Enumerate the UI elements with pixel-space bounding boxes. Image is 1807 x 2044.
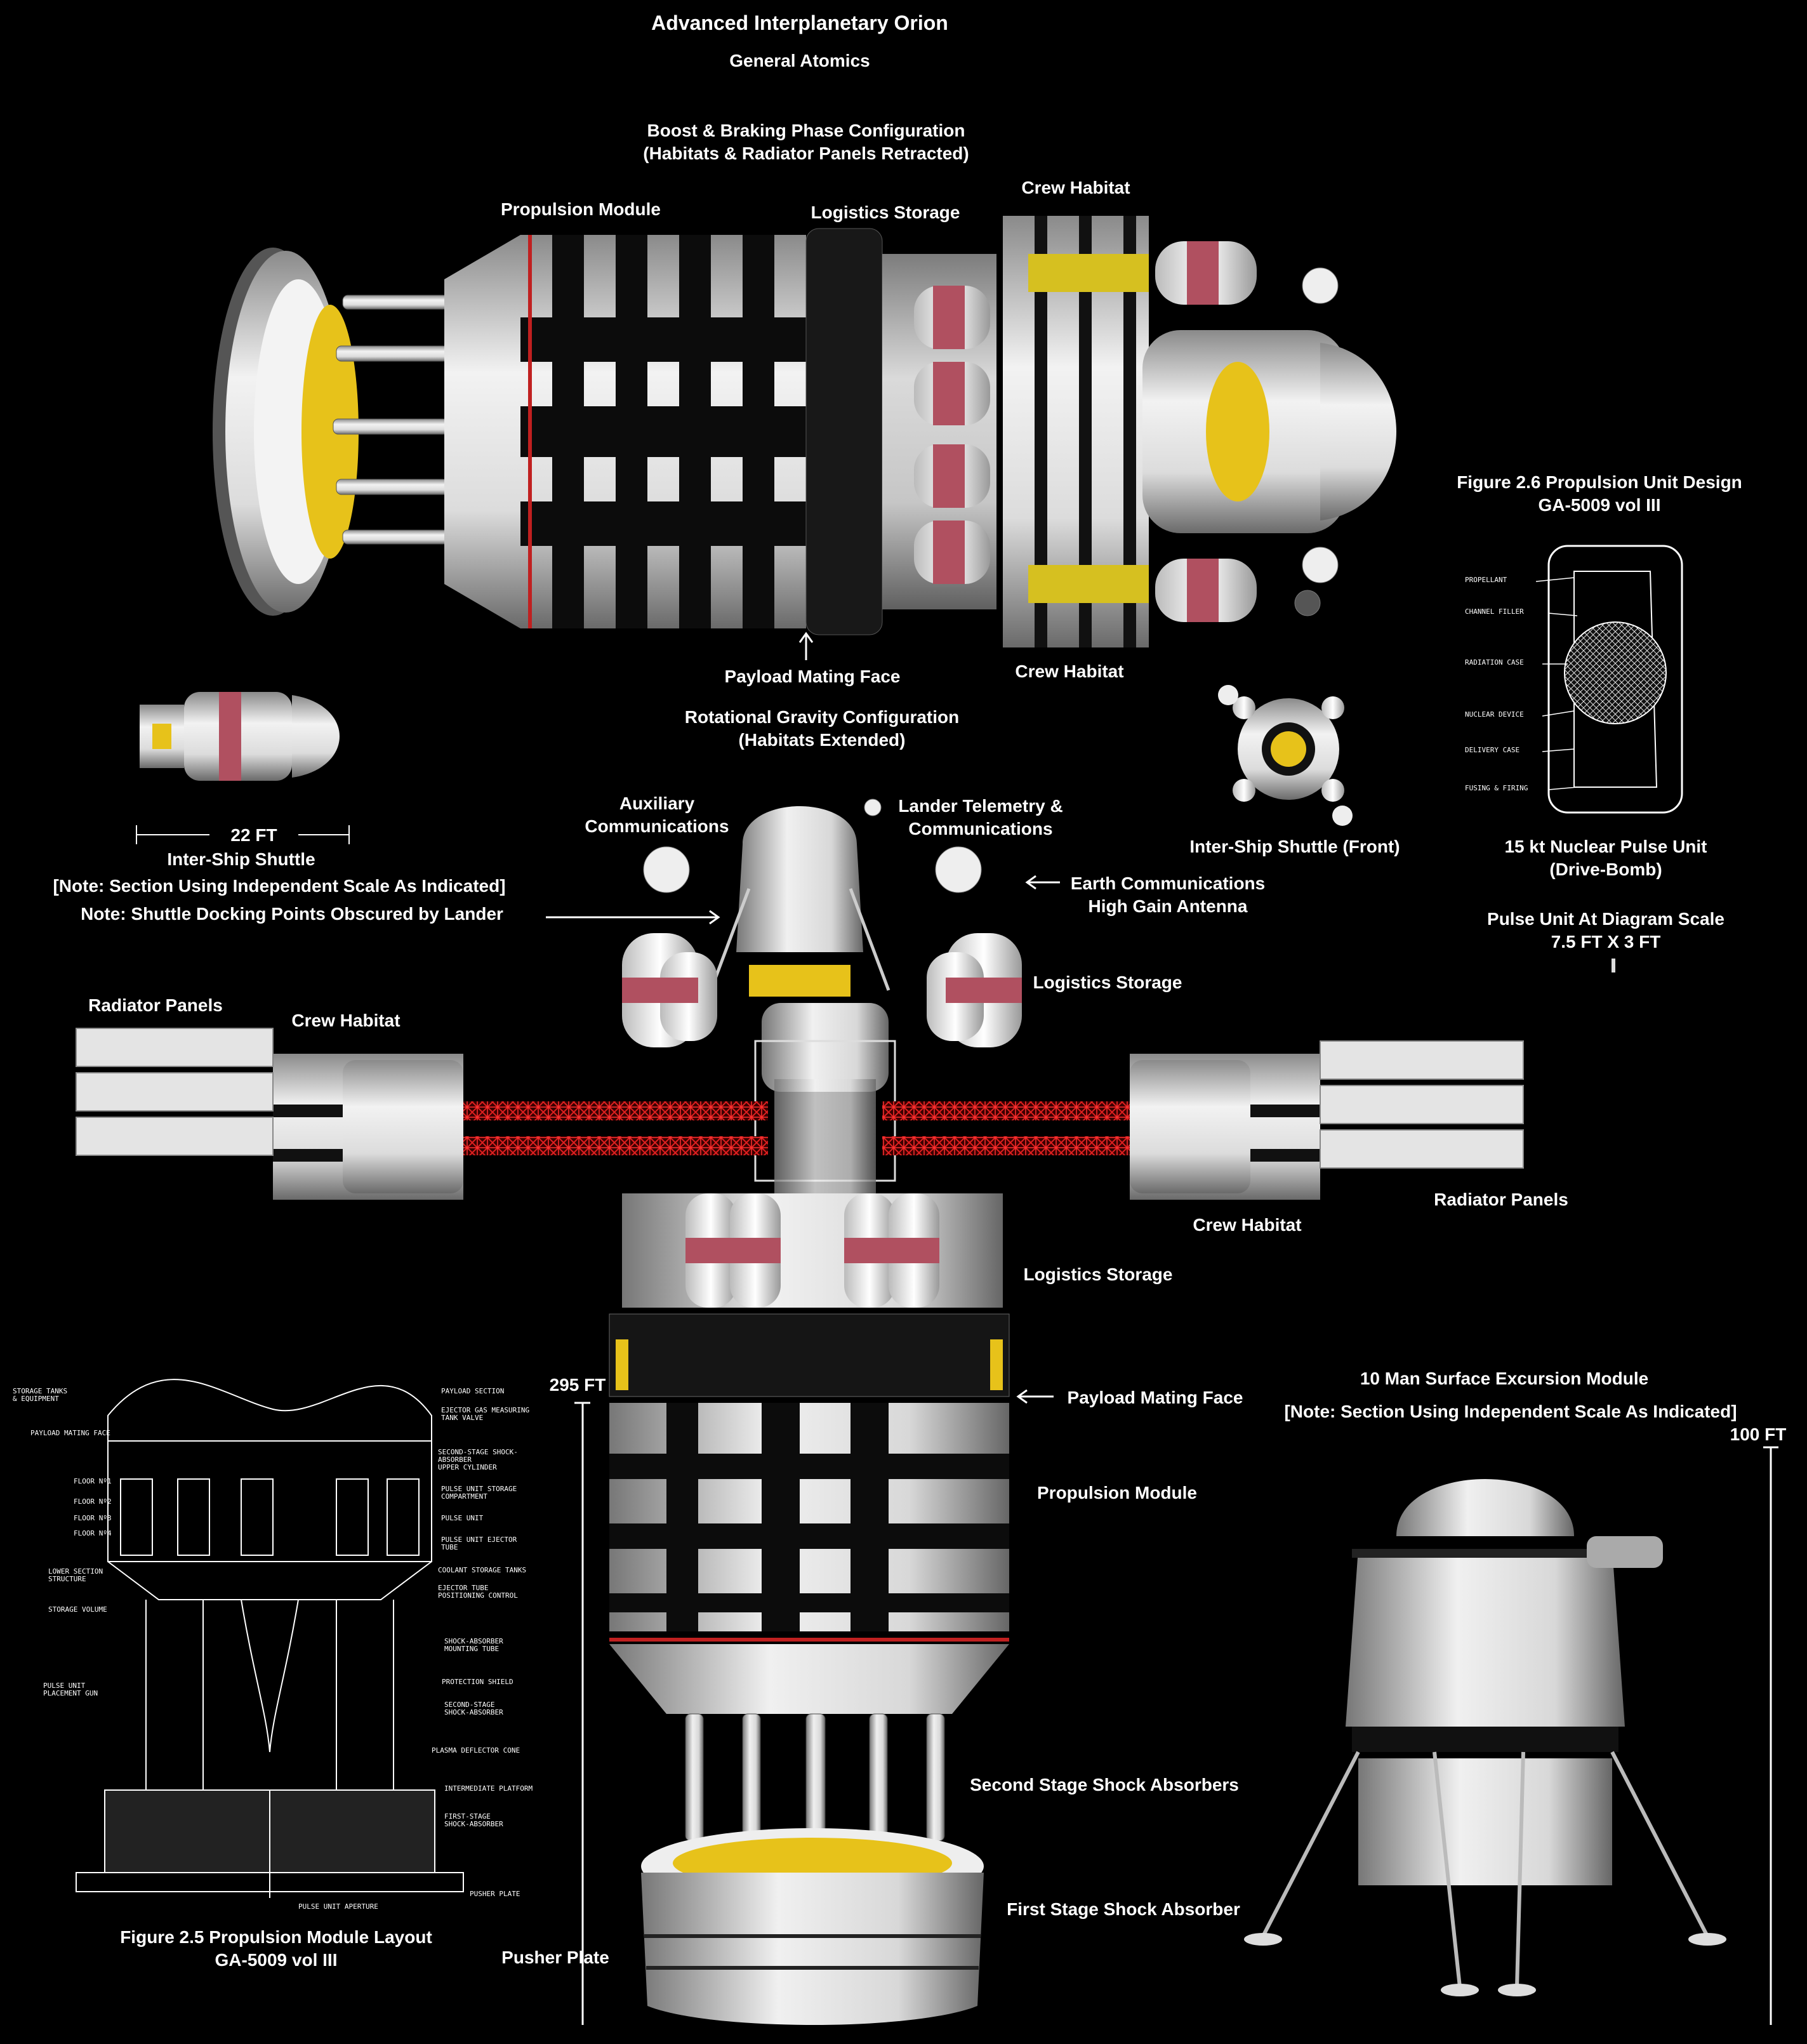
label-first-stage-shock: First Stage Shock Absorber [1007,1899,1240,1919]
satellite-dish-icon [1294,267,1339,616]
label-logistics-storage-lower: Logistics Storage [1023,1264,1173,1284]
shuttle-name: Inter-Ship Shuttle [167,849,315,869]
fig25-caption-2: GA-5009 vol III [215,1950,338,1970]
fig25-caption-1: Figure 2.5 Propulsion Module Layout [120,1927,432,1947]
boost-caption-1: Boost & Braking Phase Configuration [647,121,965,140]
label-second-stage-shock: Second Stage Shock Absorbers [970,1775,1239,1795]
label-pusher-plate: Pusher Plate [501,1948,609,1967]
page-title: Advanced Interplanetary Orion [651,11,948,34]
inter-ship-shuttle-front [1218,685,1353,826]
boost-config-ship [213,216,1396,647]
fig25-right-label: PAYLOAD SECTION [441,1387,505,1395]
label-lander-telemetry-2: Communications [908,819,1053,839]
lander-scale-note: [Note: Section Using Independent Scale A… [1284,1402,1737,1421]
satellite-dish-icon [643,799,982,893]
fig25-right-label: COOLANT STORAGE TANKS [438,1566,527,1574]
fig26-caption-2: GA-5009 vol III [1538,495,1661,515]
fig26-caption-1: Figure 2.6 Propulsion Unit Design [1457,472,1742,492]
label-length-295ft: 295 FT [549,1375,606,1395]
fig26-label: PROPELLANT [1465,576,1507,584]
fig25-right-label: PULSE UNIT EJECTOR TUBE [441,1536,517,1551]
fig25-left-label: PAYLOAD MATING FACE [30,1429,110,1437]
pulse-unit-name-1: 15 kt Nuclear Pulse Unit [1504,837,1707,856]
label-crew-habitat-top: Crew Habitat [1021,178,1130,197]
propulsion-layout-diagram [76,1379,464,1898]
fig25-right-label: EJECTOR TUBE POSITIONING CONTROL [438,1584,518,1600]
fig25-right-label: SECOND-STAGE SHOCK- ABSORBER UPPER CYLIN… [438,1448,518,1471]
arrow-icon [1016,1389,1054,1404]
scale-bar-100ft [1763,1446,1778,2025]
pulse-unit-scale-1: Pulse Unit At Diagram Scale [1487,909,1724,929]
fig25-right-label: PULSE UNIT [441,1514,484,1522]
label-propulsion-module-lower: Propulsion Module [1037,1483,1197,1503]
lander-name: 10 Man Surface Excursion Module [1360,1369,1649,1388]
fig26-label: DELIVERY CASE [1465,746,1520,754]
scale-bar-22ft [136,825,350,844]
inter-ship-shuttle-side [140,692,340,781]
lander-scale-label: 100 FT [1730,1424,1787,1444]
boost-caption-2: (Habitats & Radiator Panels Retracted) [643,143,969,163]
fig25-left-label: STORAGE VOLUME [48,1605,107,1614]
fig26-label: RADIATION CASE [1465,658,1524,667]
fig25-right-label: PULSE UNIT APERTURE [298,1902,378,1911]
fig25-left-label: LOWER SECTION STRUCTURE [48,1567,103,1583]
label-logistics-storage-upper: Logistics Storage [1033,972,1182,992]
fig25-right-label: FIRST-STAGE SHOCK-ABSORBER [444,1812,503,1828]
label-logistics-storage-top: Logistics Storage [811,202,960,222]
gravity-caption-1: Rotational Gravity Configuration [684,707,960,727]
surface-excursion-module [1244,1479,1726,1996]
shuttle-scale-note: [Note: Section Using Independent Scale A… [53,876,506,896]
label-shuttle-docking-note: Note: Shuttle Docking Points Obscured by… [81,904,503,924]
pulse-unit-scale-2: 7.5 FT X 3 FT [1551,932,1661,952]
fig26-label: FUSING & FIRING [1465,784,1528,792]
fig25-right-label: SECOND-STAGE SHOCK-ABSORBER [444,1701,503,1716]
arrow-icon [1025,875,1060,890]
page-subtitle: General Atomics [729,51,870,70]
label-crew-habitat-right: Crew Habitat [1193,1215,1302,1235]
shuttle-scale-label: 22 FT [230,825,277,845]
label-propulsion-module-top: Propulsion Module [501,199,661,219]
label-aux-comms-2: Communications [585,816,729,836]
label-payload-mating-face-top: Payload Mating Face [724,667,901,686]
fig25-right-label: PUSHER PLATE [470,1890,520,1898]
label-earth-comms-2: High Gain Antenna [1088,896,1248,916]
fig25-left-label: STORAGE TANKS & EQUIPMENT [13,1387,68,1403]
label-lander-telemetry-1: Lander Telemetry & [898,796,1063,816]
fig25-left-label: PULSE UNIT PLACEMENT GUN [43,1682,98,1697]
gravity-config-ship [76,806,1524,2025]
fig25-right-label: PULSE UNIT STORAGE COMPARTMENT [441,1485,517,1501]
arrow-icon [798,632,814,660]
label-radiator-panels-right: Radiator Panels [1434,1190,1568,1209]
fig26-label: NUCLEAR DEVICE [1465,710,1524,719]
fig25-right-label: SHOCK-ABSORBER MOUNTING TUBE [444,1637,503,1653]
fig25-right-label: PLASMA DEFLECTOR CONE [432,1746,520,1755]
pulse-unit-scale-icon [1612,959,1615,972]
shuttle-front-label: Inter-Ship Shuttle (Front) [1189,837,1400,856]
scale-bar-295ft [574,1402,590,2025]
fig25-right-label: PROTECTION SHIELD [442,1678,513,1686]
label-crew-habitat-top-bottom: Crew Habitat [1015,661,1124,681]
fig26-label: CHANNEL FILLER [1465,607,1524,616]
label-earth-comms-1: Earth Communications [1070,873,1266,893]
label-aux-comms-1: Auxiliary [619,793,695,813]
pulse-unit-diagram [1535,545,1683,814]
label-radiator-panels-left: Radiator Panels [88,995,223,1015]
arrow-icon [546,910,720,925]
fig25-right-label: EJECTOR GAS MEASURING TANK VALVE [441,1406,530,1422]
label-crew-habitat-left: Crew Habitat [291,1011,400,1030]
gravity-caption-2: (Habitats Extended) [738,730,906,750]
pulse-unit-name-2: (Drive-Bomb) [1549,859,1662,879]
label-payload-mating-face-lower: Payload Mating Face [1067,1388,1243,1407]
fig25-right-label: INTERMEDIATE PLATFORM [444,1784,533,1793]
